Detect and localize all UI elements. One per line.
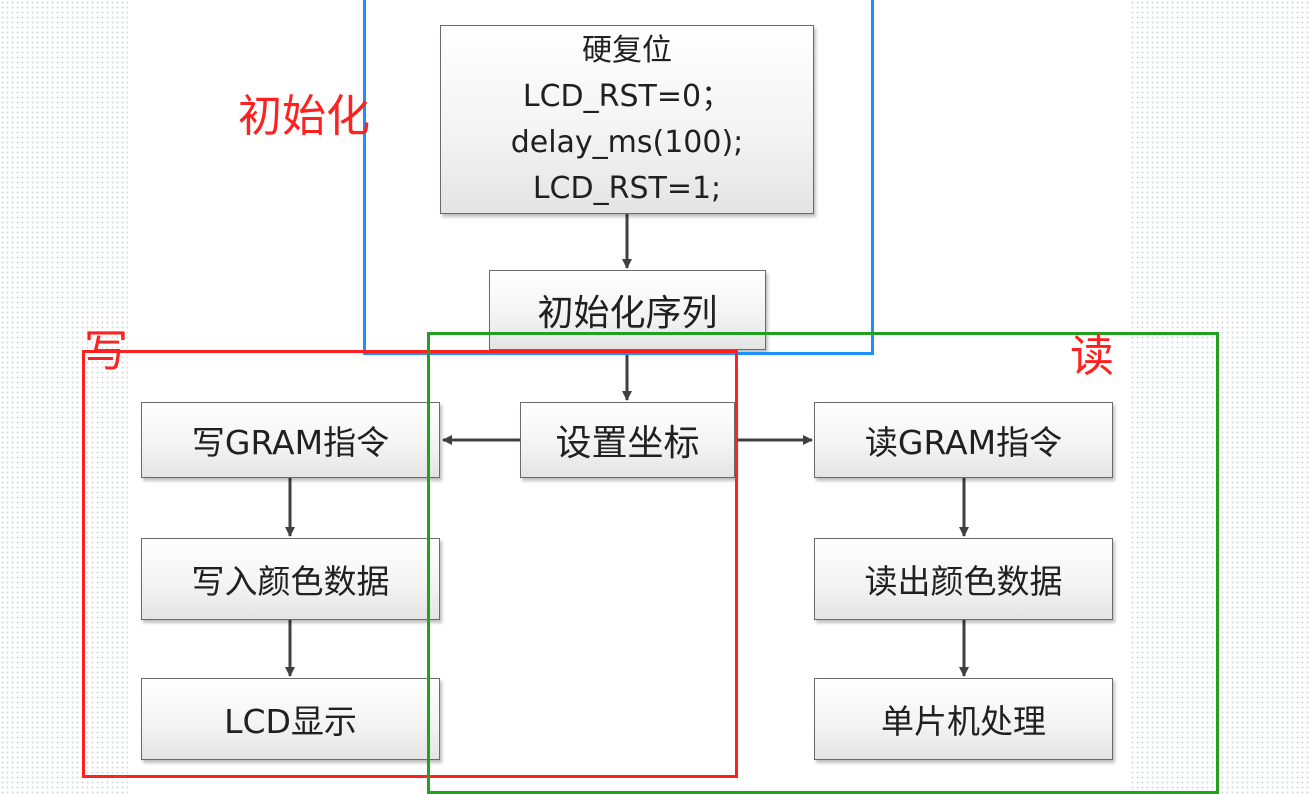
- read-color-data-box: 读出颜色数据: [814, 538, 1113, 620]
- hard-reset-box: 硬复位 LCD_RST=0； delay_ms(100); LCD_RST=1;: [440, 25, 814, 214]
- set-coords-box: 设置坐标: [520, 402, 735, 478]
- mcu-process-box: 单片机处理: [814, 678, 1113, 760]
- write-region-outline: [82, 350, 738, 778]
- hard-reset-line-1: LCD_RST=0；: [522, 78, 732, 114]
- read-gram-cmd-box: 读GRAM指令: [814, 402, 1113, 478]
- lcd-display-box: LCD显示: [141, 678, 440, 760]
- init-sequence-box: 初始化序列: [489, 270, 766, 350]
- init-region-label: 初始化: [238, 91, 370, 142]
- init-region-outline: [363, 0, 874, 355]
- hard-reset-title: 硬复位: [582, 32, 672, 68]
- hard-reset-line-2: delay_ms(100);: [510, 124, 744, 160]
- read-region-outline: [427, 332, 1219, 794]
- write-gram-cmd-box: 写GRAM指令: [141, 402, 440, 478]
- write-region-label: 写: [84, 326, 128, 377]
- hard-reset-line-3: LCD_RST=1;: [532, 170, 722, 206]
- read-region-label: 读: [1070, 331, 1114, 382]
- write-color-data-box: 写入颜色数据: [141, 538, 440, 620]
